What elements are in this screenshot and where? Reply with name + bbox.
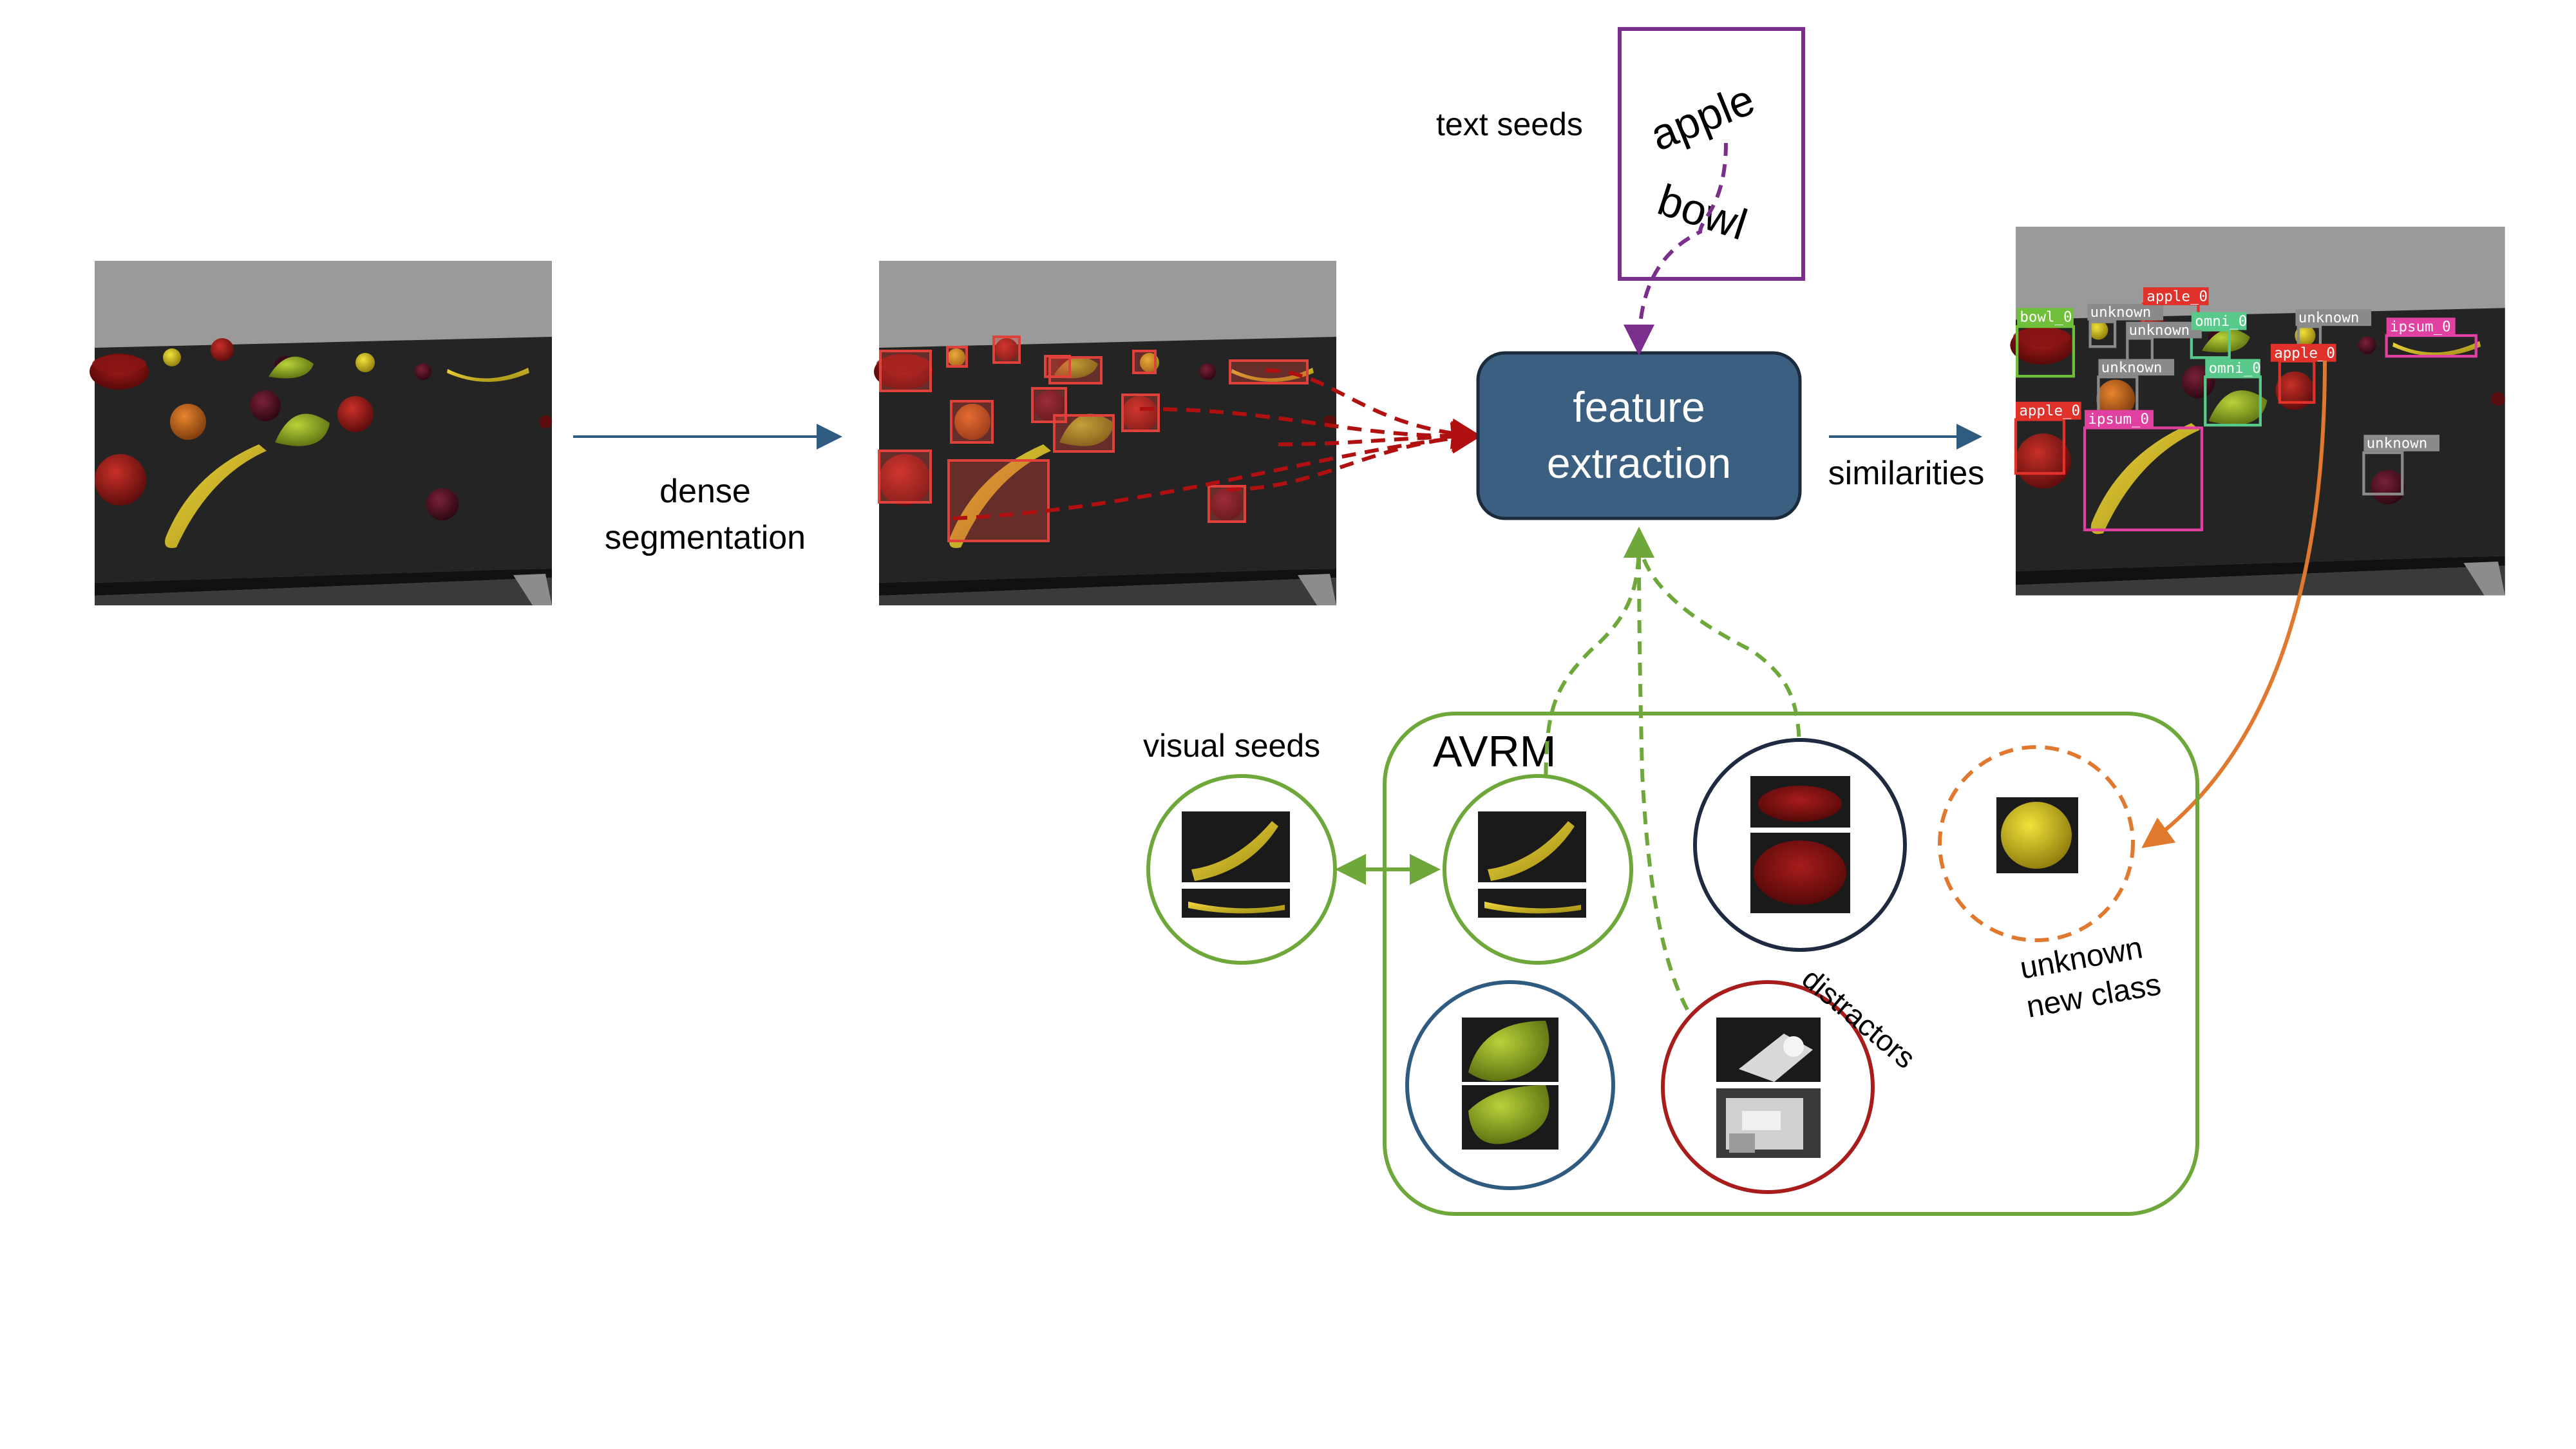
result-scene-image: bowl_0 unknown unknown apple_0 omni_0 un… — [2010, 227, 2505, 596]
detection-tag: unknown — [2298, 310, 2360, 327]
dense-segmentation-label-line1: dense — [659, 473, 751, 510]
detection-tags: bowl_0 unknown unknown apple_0 omni_0 un… — [2016, 287, 2456, 451]
detection-tag: unknown — [2367, 435, 2428, 451]
detection-tag: bowl_0 — [2020, 309, 2072, 326]
avrm-frame — [1383, 712, 2199, 1216]
distractors-class — [1661, 980, 1875, 1194]
text-seeds-to-feature-curve — [1624, 142, 1728, 355]
detection-tag: apple_0 — [2274, 345, 2335, 361]
visual-seeds-circle — [1146, 774, 1337, 965]
segmentation-scene-image — [874, 261, 1336, 605]
avrm-banana-class — [1443, 774, 1633, 965]
detection-tag: apple_0 — [2019, 402, 2080, 419]
detection-tag: unknown — [2128, 322, 2190, 339]
dense-segmentation-label-line2: segmentation — [605, 519, 806, 556]
avrm-bowl-class — [1693, 738, 1907, 952]
detection-tag: unknown — [2090, 304, 2152, 321]
text-seeds-frame — [1618, 27, 1805, 281]
feature-extraction-label-line2: extraction — [1547, 439, 1731, 487]
detection-tag: apple_0 — [2146, 289, 2208, 305]
avrm-to-feature-curves — [1544, 527, 1802, 1045]
detection-tag: unknown — [2101, 359, 2163, 376]
segmentation-to-feature-curves — [952, 368, 1482, 520]
feature-extraction-label-line1: feature — [1573, 383, 1705, 431]
avrm-pear-class — [1405, 980, 1615, 1190]
avrm-label: AVRM — [1433, 727, 1556, 776]
visual-seeds-label: visual seeds — [1143, 728, 1320, 764]
similarities-label: similarities — [1828, 455, 1985, 492]
text-seeds-label: text seeds — [1436, 106, 1583, 142]
feature-extraction-box: feature extraction — [1476, 351, 1802, 520]
input-scene-image — [90, 261, 552, 605]
unknown-new-class — [1938, 745, 2135, 942]
detection-tag: ipsum_0 — [2088, 411, 2149, 428]
detection-tag: omni_0 — [2195, 313, 2247, 330]
detection-tag: omni_0 — [2209, 360, 2261, 377]
detection-tag: ipsum_0 — [2390, 319, 2451, 336]
unknown-to-new-class-arrow — [2141, 360, 2327, 849]
